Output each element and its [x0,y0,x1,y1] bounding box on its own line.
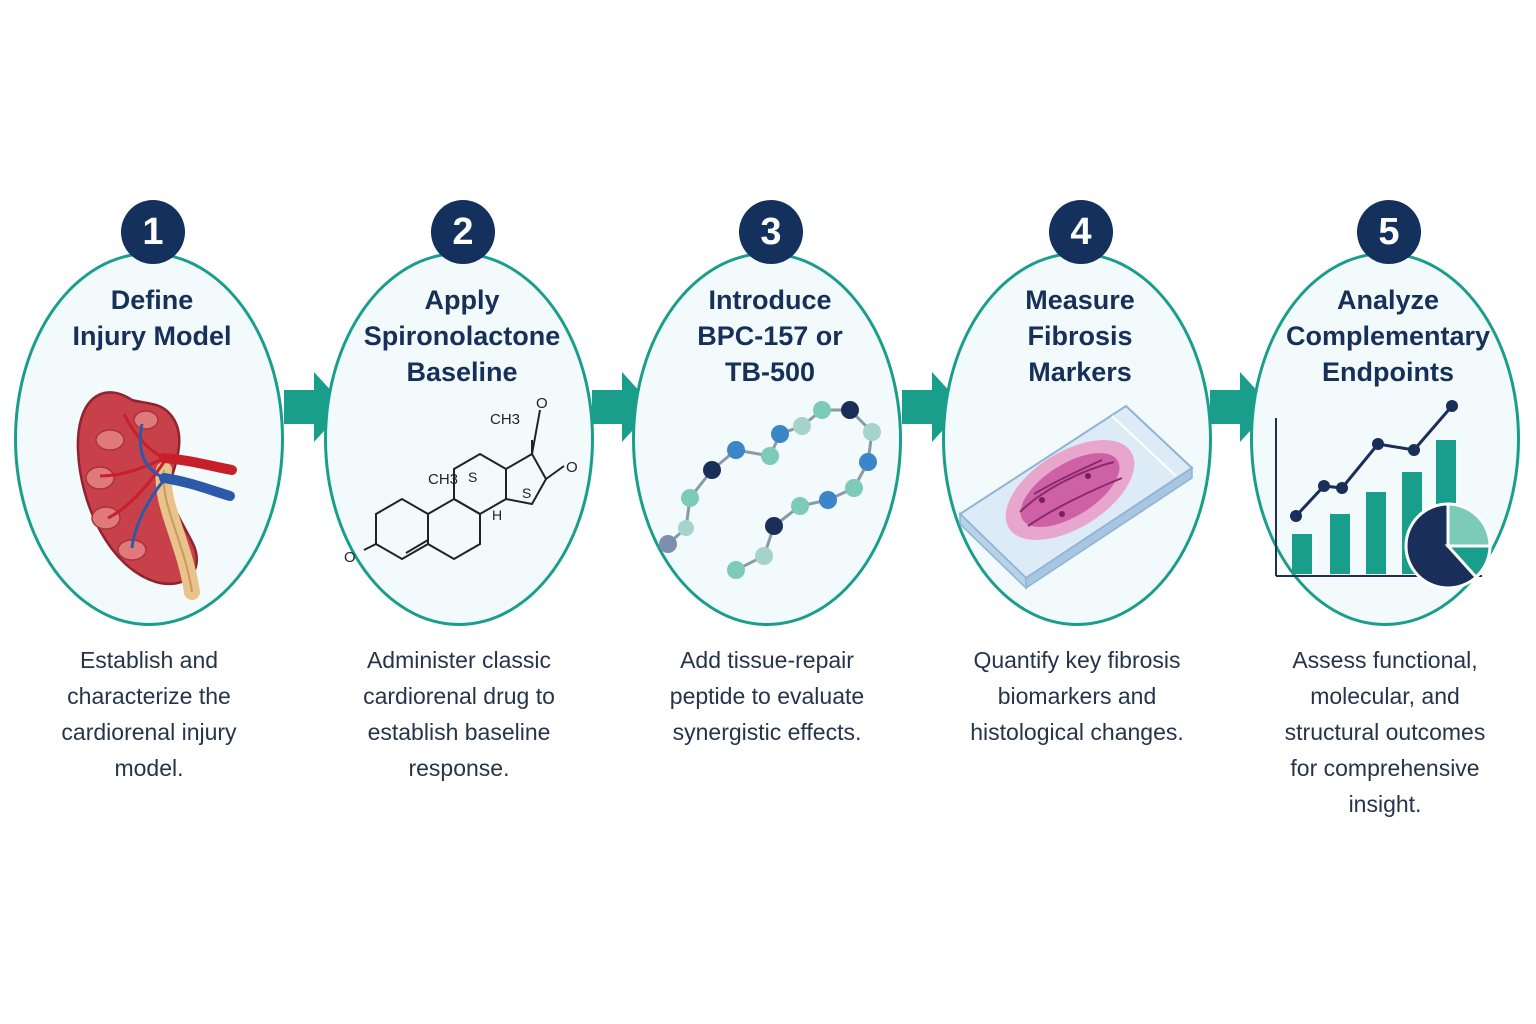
molecule-atom-label: O [566,459,578,476]
molecule-atom-label: CH3 [428,471,458,488]
step-title: Measure Fibrosis Markers [1025,285,1135,387]
molecule-atom-label: CH3 [490,411,520,428]
molecule-atom-label: H [492,507,502,523]
step-number-badge: 1 [121,200,185,264]
peptide-chain-icon [659,401,881,579]
arrow-right-icon [592,372,654,442]
molecule-structure-icon: O CH3 CH3 O O S S H [344,395,578,566]
arrow-right-icon [1210,372,1272,442]
step-oval [324,252,594,626]
chart-analytics-icon [1275,400,1492,590]
step-number-badge: 5 [1357,200,1421,264]
step-description: Add tissue-repair peptide to evaluate sy… [669,647,865,745]
step-number-badge: 4 [1049,200,1113,264]
arrow-right-icon [284,372,346,442]
step-number-badge: 2 [431,200,495,264]
molecule-atom-label: S [468,469,477,485]
step-description: Assess functional, molecular, and struct… [1284,647,1486,817]
microscope-slide-icon [958,404,1194,590]
step-description: Quantify key fibrosis biomarkers and his… [970,647,1184,745]
molecule-atom-label: O [344,549,356,566]
step-4: 4 Measure Fibrosis Markers Quantify key … [942,0,1222,1024]
step-title: Define Injury Model [72,285,232,351]
step-5: 5 Analyze Complementary Endpoints Assess… [1250,0,1530,1024]
molecule-atom-label: S [522,485,531,501]
step-title: Analyze Complementary Endpoints [1285,285,1491,387]
step-number-badge: 3 [739,200,803,264]
kidney-icon [76,391,237,600]
step-description: Administer classic cardiorenal drug to e… [363,647,555,781]
step-title: Apply Spironolactone Baseline [363,285,561,387]
molecule-atom-label: O [536,395,548,412]
step-title: Introduce BPC-157 or TB-500 [697,285,843,387]
step-3: 3 Introduce BPC-157 or TB-500 Add tissue… [632,0,912,1024]
arrow-right-icon [902,372,964,442]
step-1: 1 Define Injury Model Establish and char… [14,0,294,1024]
step-2: 2 Apply Spironolactone Baseline O CH3 CH… [324,0,604,1024]
step-description: Establish and characterize the cardioren… [61,647,237,781]
